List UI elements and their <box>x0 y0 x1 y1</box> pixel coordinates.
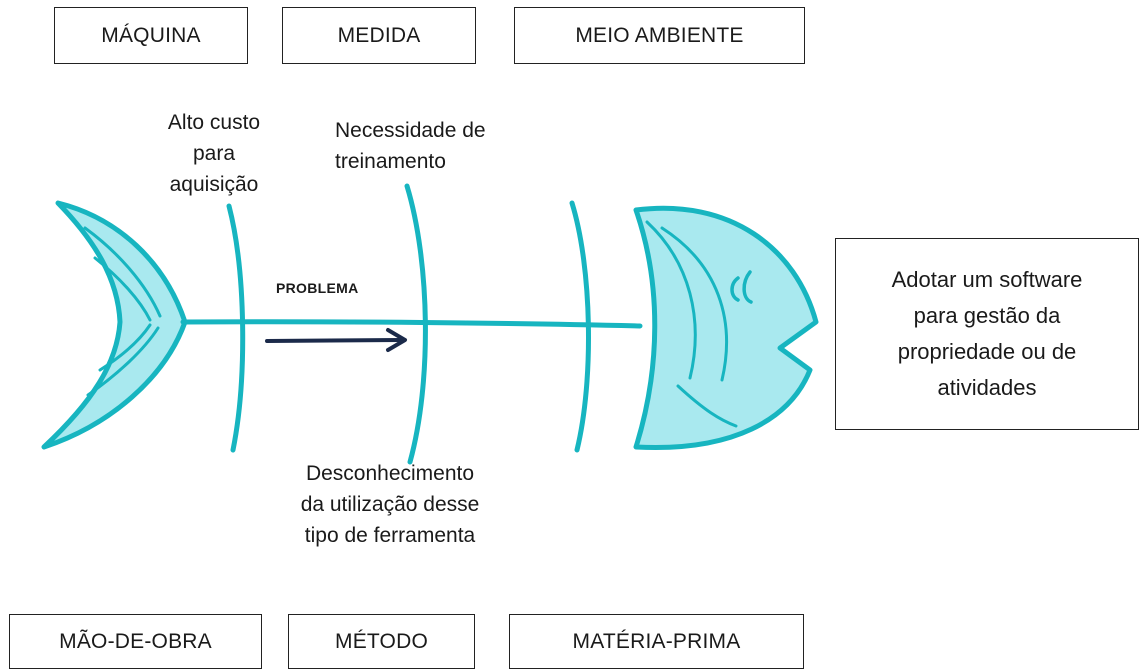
tail-line-2 <box>93 256 152 322</box>
problem-label: PROBLEMA <box>276 280 359 296</box>
category-box-meio-ambiente: MEIO AMBIENTE <box>514 7 805 64</box>
category-label-medida: MEDIDA <box>337 23 421 47</box>
category-box-maquina: MÁQUINA <box>54 7 248 64</box>
effect-box: Adotar um software para gestão da propri… <box>835 238 1139 430</box>
fish-tail <box>41 200 188 450</box>
category-label-materia-prima: MATÉRIA-PRIMA <box>572 629 741 653</box>
problem-arrow-shaft <box>265 338 404 343</box>
tail-line-4 <box>98 323 152 372</box>
effect-text: Adotar um software para gestão da propri… <box>891 267 1083 400</box>
cause-maquina: Alto custo para aquisição <box>167 111 261 196</box>
head-line-3 <box>676 384 738 428</box>
category-box-metodo: MÉTODO <box>288 614 475 669</box>
tail-line-3 <box>86 326 160 397</box>
category-label-meio-ambiente: MEIO AMBIENTE <box>575 23 744 47</box>
category-label-maquina: MÁQUINA <box>101 23 201 47</box>
category-label-metodo: MÉTODO <box>335 629 428 653</box>
category-box-medida: MEDIDA <box>282 7 476 64</box>
cause-mao-de-obra: Desconhecimento da utilização desse tipo… <box>300 462 480 547</box>
head-line-1 <box>645 220 697 380</box>
rib-3 <box>569 200 591 453</box>
cause-medida: Necessidade de treinamento <box>335 119 486 173</box>
category-label-mao-de-obra: MÃO-DE-OBRA <box>59 629 212 653</box>
head-line-2 <box>660 226 729 382</box>
eye-icon-inner <box>742 270 753 304</box>
problem-arrow-head <box>386 328 407 352</box>
eye-icon <box>730 276 740 302</box>
rib-1 <box>226 203 246 453</box>
tail-line-1 <box>83 226 162 318</box>
category-box-materia-prima: MATÉRIA-PRIMA <box>509 614 804 669</box>
fish-spine <box>180 319 643 329</box>
rib-2 <box>404 183 428 465</box>
